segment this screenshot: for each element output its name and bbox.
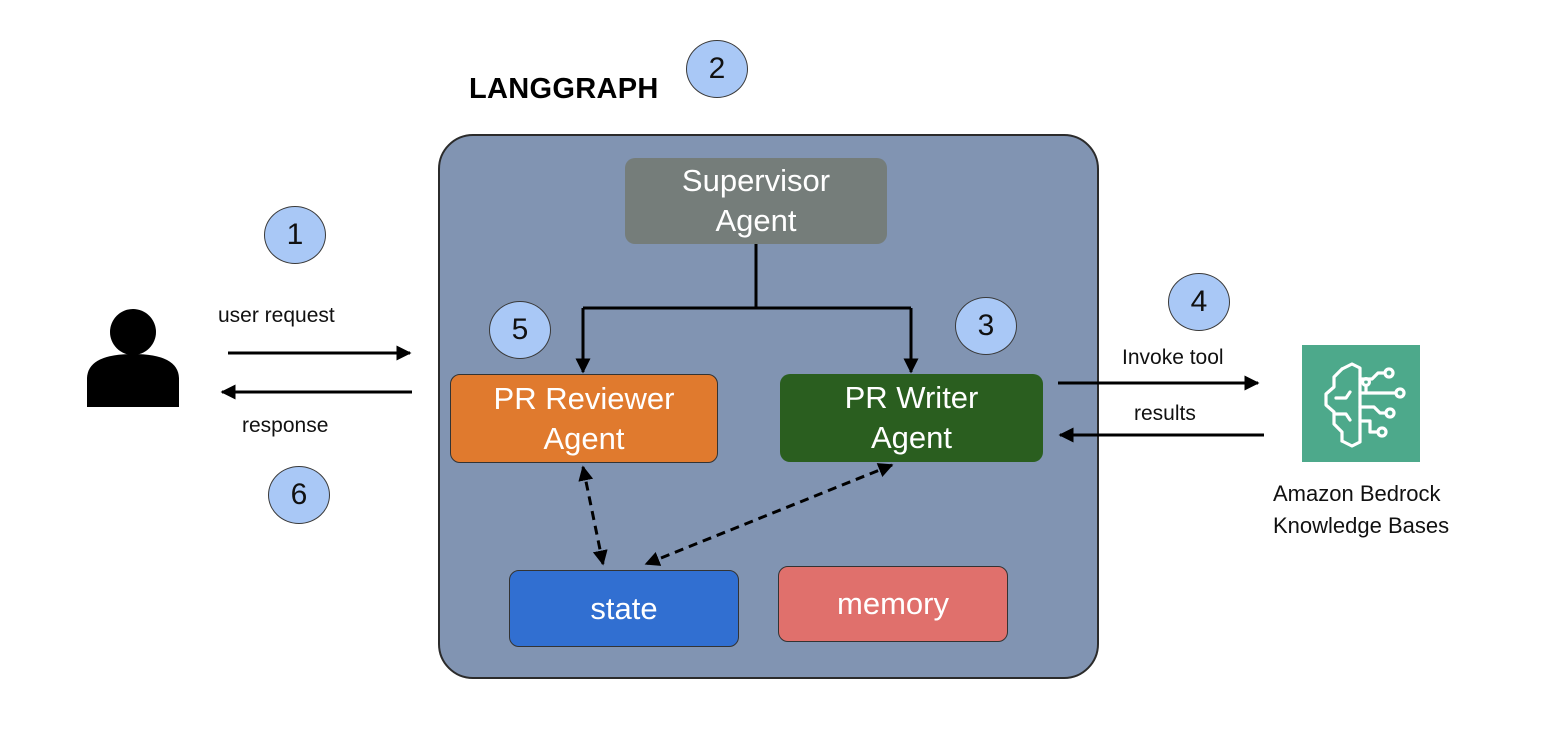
user-request-label: user request — [218, 304, 335, 327]
reviewer-state-link — [578, 465, 608, 566]
response-label: response — [242, 414, 329, 437]
bedrock-knowledge-bases-label: Amazon Bedrock Knowledge Bases — [1273, 481, 1450, 538]
step-badge-2: 2 — [686, 40, 748, 98]
langgraph-title: LANGGRAPH — [469, 73, 659, 105]
memory-box: memory — [778, 566, 1008, 642]
step-badge-3: 3 — [955, 297, 1017, 355]
bedrock-brain-icon — [1302, 345, 1420, 462]
results-label: results — [1134, 402, 1196, 425]
step-badge-1: 1 — [264, 206, 326, 264]
step-badge-6: 6 — [268, 466, 330, 524]
supervisor-connector — [583, 244, 911, 310]
user-icon — [87, 309, 179, 407]
pr-reviewer-agent-box: PR Reviewer Agent — [450, 374, 718, 463]
step-badge-5: 5 — [489, 301, 551, 359]
supervisor-agent-box: Supervisor Agent — [625, 158, 887, 244]
invoke-tool-label: Invoke tool — [1122, 346, 1224, 369]
state-box: state — [509, 570, 739, 647]
pr-writer-agent-box: PR Writer Agent — [780, 374, 1043, 462]
step-badge-4: 4 — [1168, 273, 1230, 331]
